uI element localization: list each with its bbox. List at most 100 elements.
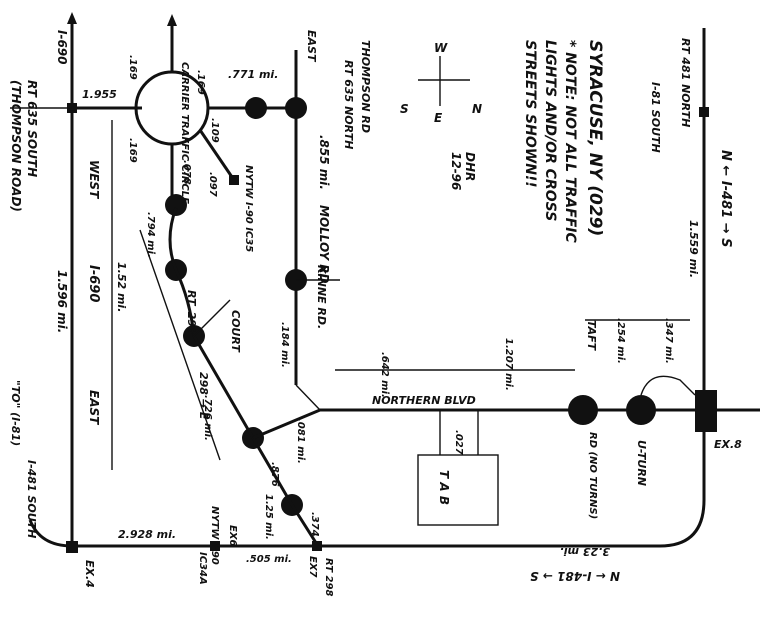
svg-text:.254 mi.: .254 mi. (615, 318, 626, 364)
ic35-label: NYTW I-90 IC35 (243, 165, 254, 252)
svg-text:1.207 mi.: 1.207 mi. (503, 338, 514, 391)
svg-text:U-TURN: U-TURN (635, 440, 648, 486)
svg-text:.109: .109 (209, 118, 220, 143)
dim-line (139, 229, 221, 461)
i81-marker (699, 107, 709, 117)
svg-text:T A B: T A B (437, 470, 451, 505)
svg-text:RT 481 NORTH: RT 481 NORTH (679, 38, 692, 127)
svg-text:1.52 mi.: 1.52 mi. (115, 262, 128, 312)
svg-text:.097: .097 (207, 172, 218, 197)
thompson-road-label: (THOMPSON ROAD) (9, 80, 23, 212)
dist-label: .771 mi. (228, 68, 278, 81)
dist-label: .027 (453, 430, 464, 455)
svg-text:EX7: EX7 (307, 556, 318, 578)
svg-text:KINNE RD.: KINNE RD. (315, 265, 328, 329)
svg-text:IC34A: IC34A (197, 552, 208, 585)
ex6-marker (210, 541, 220, 551)
ex8-label: EX.8 (714, 438, 742, 451)
svg-text:.169: .169 (127, 138, 138, 163)
tab-block-label: T A B (437, 470, 451, 505)
dist-label: .169 (127, 138, 138, 163)
svg-text:CARRIER TRAFFIC CIRCLE: CARRIER TRAFFIC CIRCLE (179, 62, 190, 204)
svg-text:.855 mi.: .855 mi. (317, 135, 331, 190)
dist-label: .374 (309, 512, 320, 537)
u-turn-loop (640, 375, 696, 396)
svg-text:THOMPSON RD: THOMPSON RD (359, 40, 372, 133)
dist-label: 1.955 (82, 88, 117, 101)
taft-label: TAFT (585, 320, 598, 352)
dist-label: .642 mi. (379, 352, 390, 398)
traffic-light-icon (245, 97, 267, 119)
i481-right-dist: 1.559 mi. (687, 220, 700, 278)
i481-south-label: I-481 SOUTH (25, 460, 38, 538)
svg-text:1.596 mi.: 1.596 mi. (55, 270, 69, 333)
svg-text:EAST: EAST (305, 30, 318, 63)
svg-text:(THOMPSON ROAD): (THOMPSON ROAD) (9, 80, 23, 212)
svg-text:I-690: I-690 (86, 265, 101, 302)
svg-text:WEST: WEST (87, 160, 101, 199)
svg-text:.794 mi.: .794 mi. (145, 212, 156, 258)
east-label: EAST (305, 30, 318, 63)
carrier-circle-label: CARRIER TRAFFIC CIRCLE (179, 62, 190, 204)
up-arrow-icon (167, 14, 177, 26)
dist-label: .097 (207, 172, 218, 197)
svg-text:I-81 SOUTH: I-81 SOUTH (649, 82, 662, 153)
svg-text:EX.4: EX.4 (83, 560, 96, 588)
svg-text:N ← I-481 → S: N ← I-481 → S (530, 569, 620, 583)
svg-text:.726 mi.: .726 mi. (202, 395, 213, 441)
svg-text:.027: .027 (453, 430, 464, 455)
svg-text:RT 298: RT 298 (323, 558, 334, 596)
title-line1: SYRACUSE, NY (029) (585, 40, 605, 236)
author-initials: DHR (463, 152, 477, 181)
bottom-road (28, 519, 330, 548)
title-line4: STREETS SHOWN!! (522, 40, 538, 188)
i690-east-label: EAST (87, 390, 101, 425)
svg-text:I-481 SOUTH: I-481 SOUTH (25, 460, 38, 538)
dist-label: .169 (195, 70, 206, 95)
kinne-label: KINNE RD. (315, 265, 328, 329)
svg-text:.169: .169 (195, 70, 206, 95)
dist-label: 3.23 mi. (560, 545, 610, 558)
dist-label: .169 (127, 55, 138, 80)
ex6-i90-label: NYTW I-90 (209, 506, 220, 565)
northern-blvd-label: NORTHERN BLVD (372, 394, 476, 407)
ex8-marker (695, 390, 717, 432)
svg-text:.169: .169 (127, 55, 138, 80)
svg-text:EAST: EAST (87, 390, 101, 425)
dist-label: 1.25 mi. (263, 494, 274, 540)
compass-s-label: S (400, 102, 409, 116)
i690-dist-label: 1.596 mi. (55, 270, 69, 333)
rt635-north-label: RT 635 NORTH (342, 60, 355, 149)
svg-text:.374: .374 (309, 512, 320, 537)
title-line2: * NOTE: NOT ALL TRAFFIC (562, 40, 578, 243)
ex7-rt298-label: RT 298 (323, 558, 334, 596)
compass-w-label: W (434, 41, 448, 55)
rt635-label: RT 635 SOUTH (25, 80, 39, 177)
dist-label: .347 mi. (663, 318, 674, 364)
svg-text:"TO" (I-81): "TO" (I-81) (9, 380, 22, 446)
svg-text:298 → E: 298 → E (197, 372, 210, 420)
author-date: 12-96 (449, 152, 463, 190)
molloy-northern-link (295, 384, 321, 411)
dist-label: 1.207 mi. (503, 338, 514, 391)
rd-no-turns-label: RD (NO TURNS) (587, 432, 598, 519)
i481-right-label: N ← I-481 → S (718, 150, 733, 248)
bottom-i481-label: N ← I-481 → S (530, 569, 620, 583)
svg-text:RT. 298: RT. 298 (185, 290, 198, 335)
svg-text:NYTW I-90 IC35: NYTW I-90 IC35 (243, 165, 254, 252)
ex7-label: EX7 (307, 556, 318, 578)
svg-text:3.23 mi.: 3.23 mi. (560, 545, 610, 558)
svg-text:.081 mi.: .081 mi. (295, 418, 306, 464)
dist-label: .505 mi. (246, 554, 292, 565)
molloy-label: .855 mi. (317, 135, 331, 190)
dist-label: .794 mi. (145, 212, 156, 258)
dist-label: .081 mi. (295, 418, 306, 464)
svg-text:MOLLOY RD: MOLLOY RD (317, 205, 331, 283)
dist-label: .726 mi. (202, 395, 213, 441)
dist-label: .876 (269, 462, 280, 487)
i690-left-label: I-690 (55, 30, 69, 65)
svg-text:.642 mi.: .642 mi. (379, 352, 390, 398)
molloy-rd-label: MOLLOY RD (317, 205, 331, 283)
thompson-rd-label: THOMPSON RD (359, 40, 372, 133)
